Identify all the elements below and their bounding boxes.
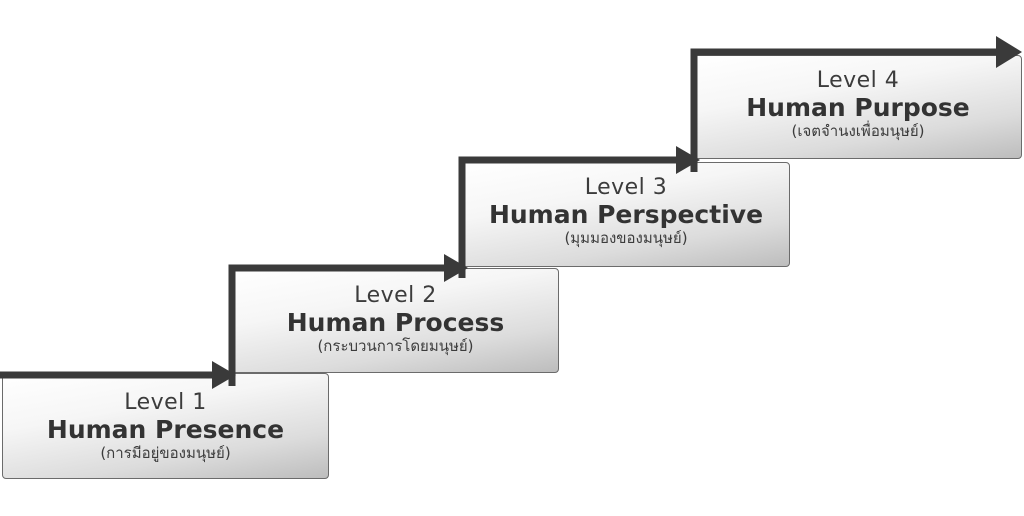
step-level-label: Level 3 bbox=[584, 175, 668, 200]
arrow-head-3 bbox=[676, 146, 700, 174]
step-subtitle: (เจตจำนงเพื่อมนุษย์) bbox=[791, 122, 925, 140]
step-box-level-2: Level 2 Human Process (กระบวนการโดยมนุษย… bbox=[232, 268, 559, 373]
step-box-level-4: Level 4 Human Purpose (เจตจำนงเพื่อมนุษย… bbox=[694, 55, 1022, 159]
arrow-head-2 bbox=[444, 254, 468, 282]
step-subtitle: (กระบวนการโดยมนุษย์) bbox=[317, 337, 474, 355]
arrow-head-final bbox=[996, 36, 1022, 68]
step-subtitle: (มุมมองของมนุษย์) bbox=[564, 229, 688, 247]
step-box-level-1: Level 1 Human Presence (การมีอยู่ของมนุษ… bbox=[2, 373, 329, 479]
step-level-label: Level 1 bbox=[124, 390, 207, 415]
arrow-head-1 bbox=[212, 361, 236, 389]
step-title: Human Perspective bbox=[488, 200, 764, 229]
step-title: Human Process bbox=[286, 308, 505, 337]
step-subtitle: (การมีอยู่ของมนุษย์) bbox=[100, 444, 231, 462]
step-title: Human Purpose bbox=[746, 93, 970, 122]
step-title: Human Presence bbox=[46, 415, 285, 444]
staircase-arrow-line bbox=[0, 48, 1002, 386]
step-level-label: Level 2 bbox=[354, 283, 437, 308]
step-level-label: Level 4 bbox=[816, 68, 900, 93]
